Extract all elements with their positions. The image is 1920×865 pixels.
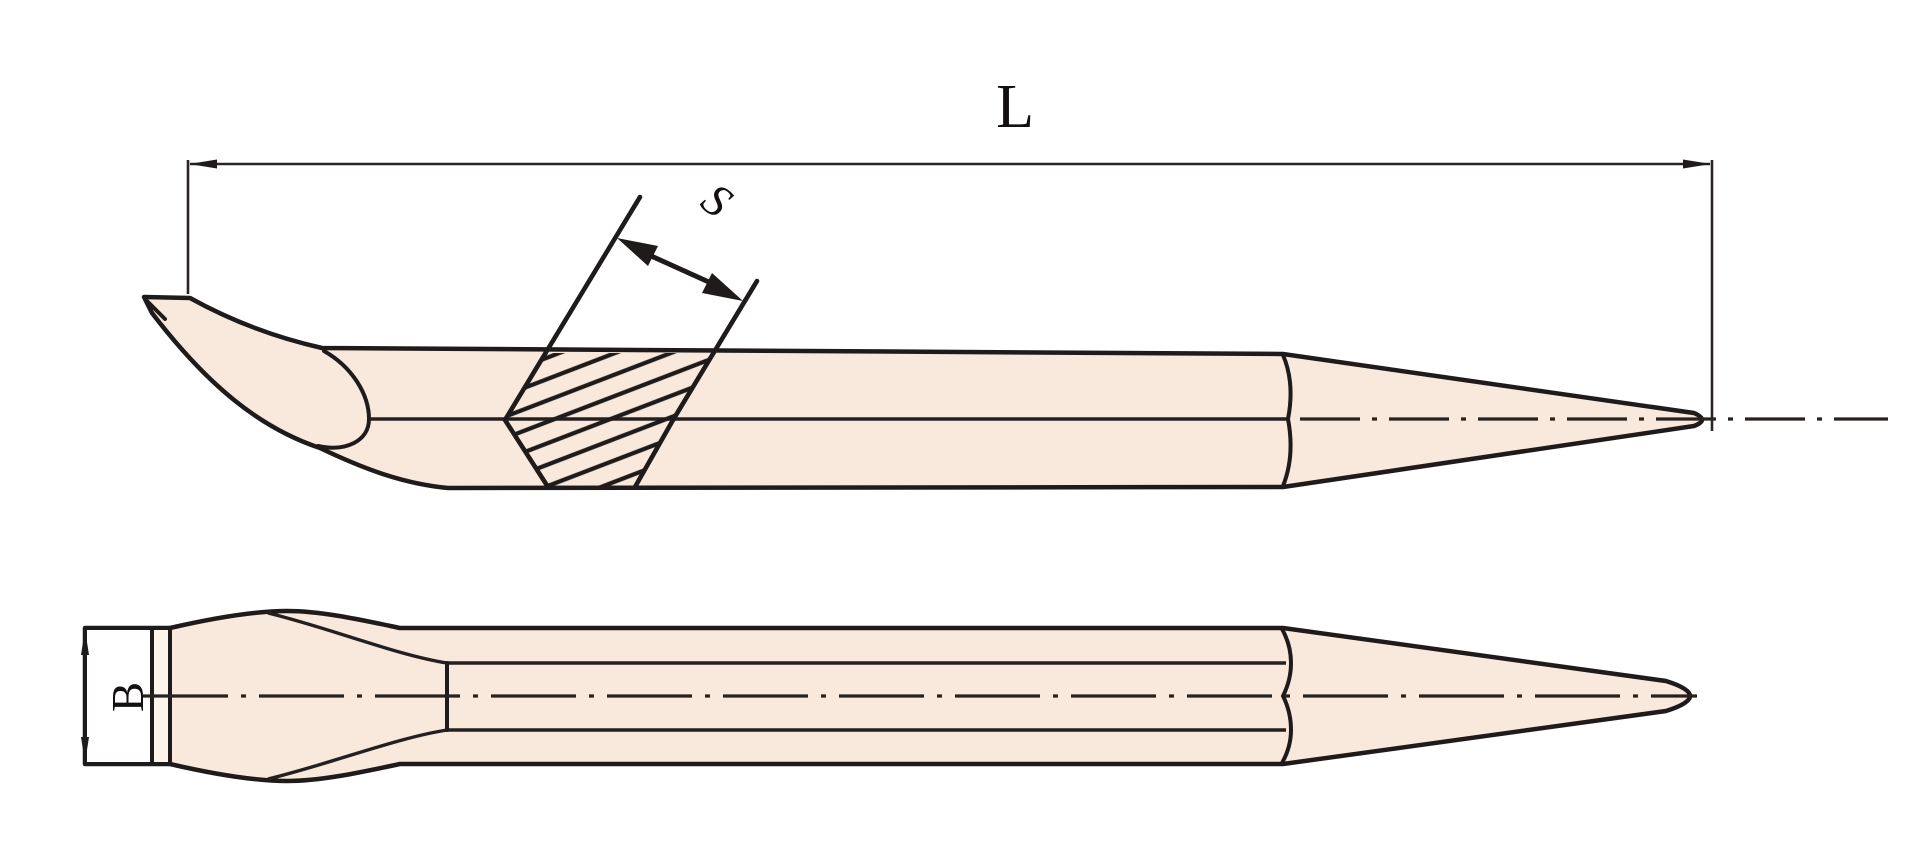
section-line-right-upper xyxy=(670,278,760,423)
l-arrowhead-left xyxy=(189,159,217,169)
blade-bevel-face xyxy=(87,630,150,762)
section-line-left-lower xyxy=(502,417,551,490)
section-cut: S xyxy=(502,173,760,490)
top-view: B xyxy=(81,608,1697,784)
s-arrow-shaft xyxy=(647,252,713,286)
side-view: S L xyxy=(141,73,1888,491)
taper-junction-curve xyxy=(1281,353,1293,488)
label-S: S xyxy=(692,173,742,227)
facet-transition-lower xyxy=(267,728,1286,781)
l-arrowhead-right xyxy=(1683,159,1711,169)
dimension-B: B xyxy=(81,629,153,763)
label-B: B xyxy=(103,682,153,712)
facet-transition-upper xyxy=(267,611,1286,665)
section-line-left-upper xyxy=(502,194,643,423)
dimension-S: S xyxy=(617,173,743,301)
b-arrowhead-down xyxy=(81,737,89,763)
s-arrowhead-left xyxy=(617,238,658,266)
side-view-bar-outline xyxy=(141,294,1705,491)
bend-transition-curve xyxy=(316,349,372,450)
chisel-tip-edge-line xyxy=(145,299,167,321)
b-arrowhead-up xyxy=(81,629,89,655)
label-L: L xyxy=(996,73,1034,141)
section-line-right-lower xyxy=(632,417,676,490)
top-view-taper-junction-curve xyxy=(1280,627,1294,765)
dimension-L: L xyxy=(186,73,1714,431)
s-arrowhead-right xyxy=(702,273,743,301)
section-hatch-area xyxy=(505,353,713,486)
